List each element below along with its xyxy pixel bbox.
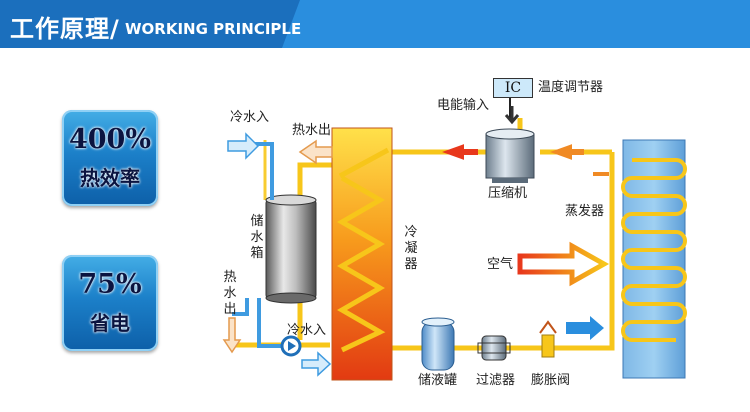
label-air: 空气 bbox=[487, 257, 514, 272]
water-tank bbox=[265, 199, 317, 299]
flow-arrow-blue-icon bbox=[566, 316, 604, 340]
label-filter: 过滤器 bbox=[476, 373, 516, 388]
label-receiver: 储液罐 bbox=[418, 373, 458, 388]
label-condenser: 冷凝器 bbox=[404, 225, 418, 272]
cold-water-in-bottom-arrow-icon bbox=[301, 351, 332, 377]
efficiency-label: 热效率 bbox=[80, 166, 140, 190]
power-saving-value: 75% bbox=[78, 269, 142, 300]
label-water-tank: 储水箱 bbox=[250, 214, 264, 261]
air-arrow-icon bbox=[517, 241, 610, 287]
power-saving-badge: 75% 省电 bbox=[62, 255, 158, 351]
label-hot-water-out-left: 热水出 bbox=[223, 270, 237, 317]
label-hot-water-out-top: 热水出 bbox=[292, 123, 332, 138]
header-tab bbox=[0, 0, 300, 48]
hot-water-down-arrow-icon bbox=[222, 317, 242, 354]
evaporator-coil bbox=[632, 158, 676, 342]
power-saving-label: 省电 bbox=[90, 311, 130, 335]
label-power-input: 电能输入 bbox=[437, 98, 490, 113]
header-band: 工作原理/ WORKING PRINCIPLE bbox=[0, 0, 750, 48]
label-expansion-valve: 膨胀阀 bbox=[531, 373, 571, 388]
pipe-evaporator-return bbox=[390, 152, 615, 351]
power-input-arrow-icon bbox=[504, 106, 520, 125]
compressor bbox=[485, 133, 535, 179]
hot-water-out-arrow-icon bbox=[298, 139, 333, 165]
refrigerant-arrow-left-2-icon bbox=[550, 144, 572, 160]
receiver-tank bbox=[421, 321, 455, 371]
label-evaporator: 蒸发器 bbox=[565, 204, 605, 219]
cold-water-in-arrow-icon bbox=[227, 132, 260, 160]
label-cold-water-in-top: 冷水入 bbox=[230, 110, 270, 125]
label-compressor: 压缩机 bbox=[488, 186, 528, 201]
efficiency-value: 400% bbox=[68, 124, 151, 155]
cold-water-return-pipe bbox=[257, 298, 285, 348]
refrigerant-arrow-left-icon bbox=[442, 144, 464, 160]
condenser-coil bbox=[337, 175, 386, 353]
expansion-valve-spring-icon bbox=[539, 320, 557, 334]
filter bbox=[481, 335, 507, 361]
section-title: 工作原理/ bbox=[10, 15, 120, 43]
efficiency-badge: 400% 热效率 bbox=[62, 110, 158, 206]
label-cold-water-in-bottom: 冷水入 bbox=[287, 323, 327, 338]
evaporator-inlet-marker bbox=[593, 172, 609, 176]
section-subtitle: WORKING PRINCIPLE bbox=[125, 20, 302, 38]
thermostat-ic: IC bbox=[493, 78, 533, 98]
evaporator-block bbox=[622, 139, 686, 379]
expansion-valve bbox=[541, 334, 555, 358]
condenser-coil-inlet bbox=[338, 147, 390, 179]
label-thermostat: 温度调节器 bbox=[538, 80, 604, 95]
hot-water-outlet-pipe bbox=[232, 298, 249, 316]
